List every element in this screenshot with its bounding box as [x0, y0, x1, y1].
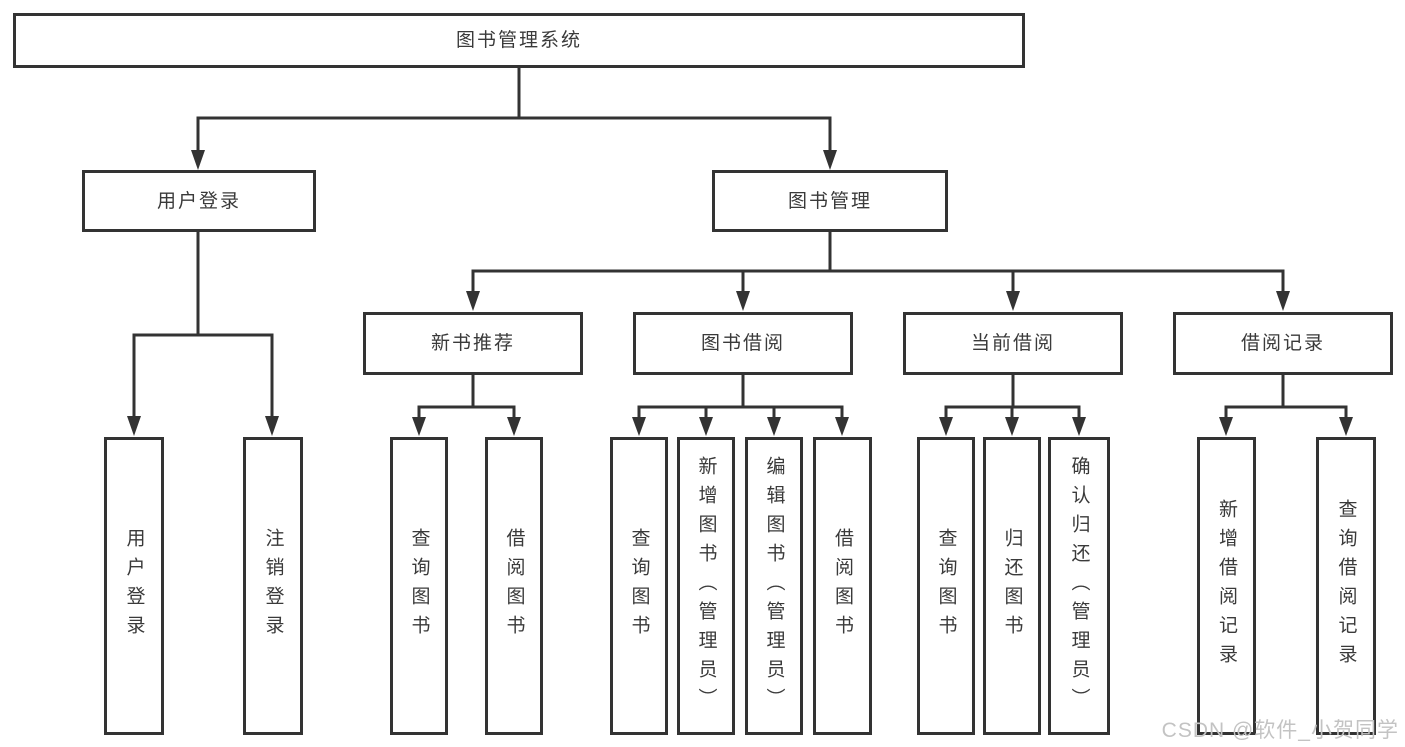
connector-book-management-to-level3	[471, 232, 1285, 293]
node-leaf-bb-edit-book: 编辑图书（管理员）	[745, 437, 803, 735]
node-leaf-logout: 注销登录	[243, 437, 303, 735]
node-user-login: 用户登录	[82, 170, 316, 232]
node-leaf-bb-add-book: 新增图书（管理员）	[677, 437, 735, 735]
arrowhead-cb-query-book	[939, 417, 953, 436]
node-new-book-recommend: 新书推荐	[363, 312, 583, 375]
node-book-management: 图书管理	[712, 170, 948, 232]
arrowhead-cb-return-book	[1005, 417, 1019, 436]
arrowhead-br-query-record	[1339, 417, 1353, 436]
arrowhead-bb-borrow-book	[835, 417, 849, 436]
node-leaf-nbr-query-book: 查询图书	[390, 437, 448, 735]
node-leaf-cb-confirm-return: 确认归还（管理员）	[1048, 437, 1110, 735]
arrowhead-nbr-borrow-book	[507, 417, 521, 436]
watermark: CSDN @软件_小贺同学	[1161, 719, 1399, 742]
node-root: 图书管理系统	[13, 13, 1025, 68]
node-leaf-nbr-borrow-book: 借阅图书	[485, 437, 543, 735]
arrowhead-nbr-query-book	[412, 417, 426, 436]
arrowhead-ul-user-login	[127, 416, 141, 436]
arrowhead-ul-logout	[265, 416, 279, 436]
node-leaf-br-add-record: 新增借阅记录	[1197, 437, 1256, 735]
node-leaf-user-login: 用户登录	[104, 437, 164, 735]
connector-borrow-record-to-leaves	[1224, 375, 1348, 419]
arrowhead-book-borrow	[736, 291, 750, 311]
node-leaf-bb-query-book: 查询图书	[610, 437, 668, 735]
arrowhead-bb-edit-book	[767, 417, 781, 436]
node-borrow-record: 借阅记录	[1173, 312, 1393, 375]
arrowhead-cb-confirm-return	[1072, 417, 1086, 436]
node-book-borrow: 图书借阅	[633, 312, 853, 375]
connector-root-to-level2	[196, 68, 832, 152]
node-leaf-cb-query-book: 查询图书	[917, 437, 975, 735]
node-current-borrow: 当前借阅	[903, 312, 1123, 375]
arrowhead-user-login	[191, 150, 205, 170]
arrowhead-book-management	[823, 150, 837, 170]
connector-new-book-recommend-to-leaves	[417, 375, 516, 419]
arrowhead-borrow-record	[1276, 291, 1290, 311]
node-leaf-bb-borrow-book: 借阅图书	[813, 437, 872, 735]
node-leaf-br-query-record: 查询借阅记录	[1316, 437, 1376, 735]
connector-book-borrow-to-leaves	[637, 375, 844, 419]
node-leaf-cb-return-book: 归还图书	[983, 437, 1041, 735]
arrowhead-bb-query-book	[632, 417, 646, 436]
connector-current-borrow-to-leaves	[944, 375, 1081, 419]
connector-user-login-to-leaves	[132, 232, 274, 418]
arrowhead-bb-add-book	[699, 417, 713, 436]
arrowhead-current-borrow	[1006, 291, 1020, 311]
arrowhead-br-add-record	[1219, 417, 1233, 436]
arrowhead-new-book-recommend	[466, 291, 480, 311]
